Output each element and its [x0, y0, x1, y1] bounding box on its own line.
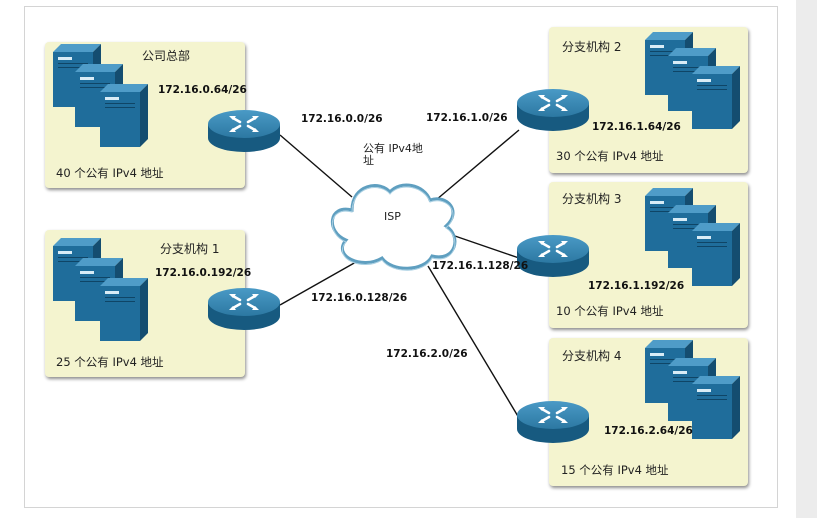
router-icon [516, 398, 590, 444]
link-branch1 [279, 261, 357, 306]
site-subnet-branch4: 172.16.2.64/26 [604, 425, 693, 437]
server-icon [692, 223, 740, 286]
link-branch3 [451, 234, 520, 259]
link-hq [279, 134, 353, 198]
site-count-branch3: 10 个公有 IPv4 地址 [556, 304, 664, 318]
site-name-branch3: 分支机构 3 [562, 192, 622, 206]
site-count-hq: 40 个公有 IPv4 地址 [56, 166, 164, 180]
link-label-hq: 172.16.0.0/26 [301, 113, 383, 125]
server-icon [100, 84, 148, 147]
server-icon [100, 278, 148, 341]
link-branch4 [427, 265, 520, 419]
public-ipv4-note-line2: 址 [363, 154, 374, 167]
site-name-branch1: 分支机构 1 [160, 242, 220, 256]
server-icon [692, 66, 740, 129]
site-subnet-branch1: 172.16.0.192/26 [155, 267, 252, 279]
side-scrollbar-strip [796, 0, 817, 518]
site-name-hq: 公司总部 [142, 49, 191, 63]
site-subnet-branch3: 172.16.1.192/26 [588, 280, 685, 292]
site-count-branch4: 15 个公有 IPv4 地址 [561, 463, 669, 477]
link-label-branch2: 172.16.1.0/26 [426, 112, 508, 124]
site-name-branch2: 分支机构 2 [562, 40, 622, 54]
public-ipv4-note-line1: 公有 IPv4地 [363, 142, 423, 155]
server-icon [692, 376, 740, 439]
site-count-branch1: 25 个公有 IPv4 地址 [56, 355, 164, 369]
link-label-branch1: 172.16.0.128/26 [311, 292, 408, 304]
router-icon [207, 285, 281, 331]
link-label-branch4: 172.16.2.0/26 [386, 348, 468, 360]
isp-label: ISP [384, 210, 401, 223]
site-subnet-branch2: 172.16.1.64/26 [592, 121, 681, 133]
link-branch2 [435, 129, 520, 201]
link-label-branch3: 172.16.1.128/26 [432, 260, 529, 272]
router-icon [516, 86, 590, 132]
site-subnet-hq: 172.16.0.64/26 [158, 84, 247, 96]
site-count-branch2: 30 个公有 IPv4 地址 [556, 149, 664, 163]
router-icon [207, 107, 281, 153]
site-name-branch4: 分支机构 4 [562, 349, 622, 363]
